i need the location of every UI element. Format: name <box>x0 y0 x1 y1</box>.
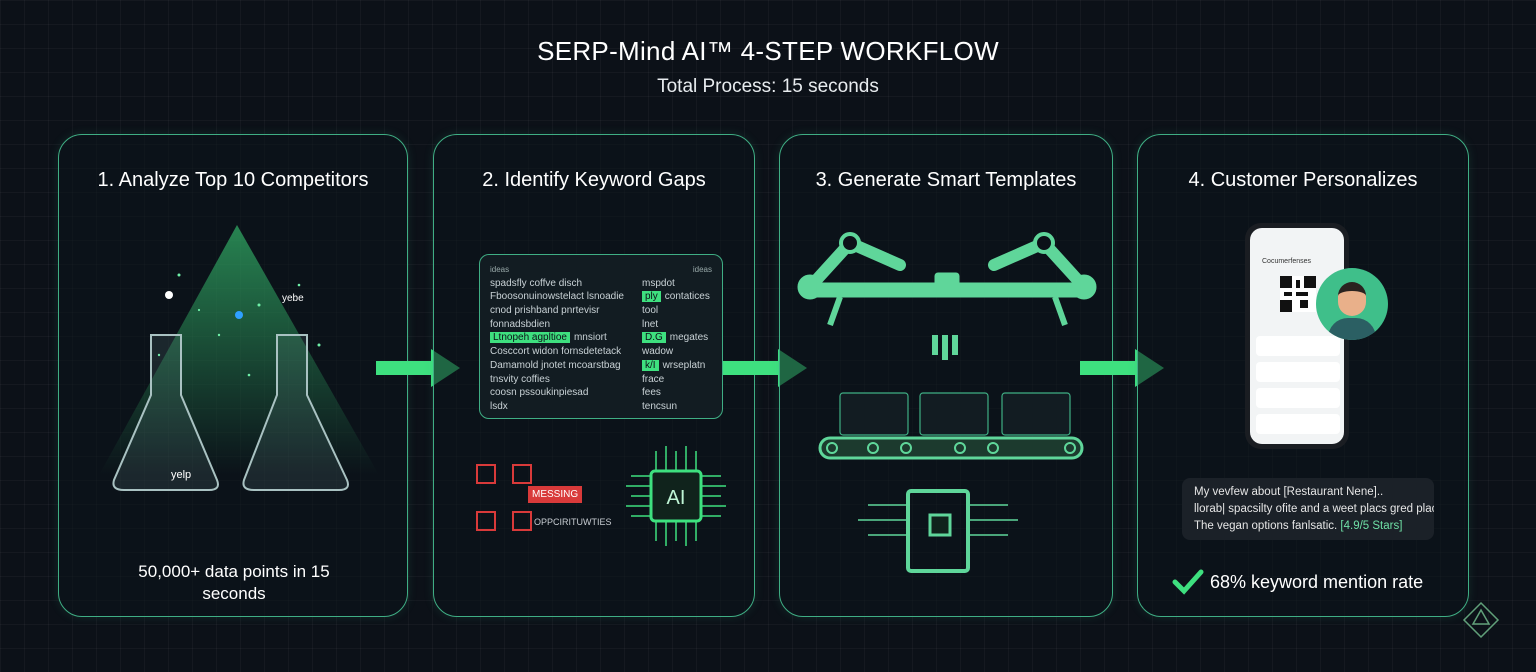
keyword-cell: spadsfly coffve disch <box>490 277 582 291</box>
keyword-text: Ltnopeh agpltioe <box>490 332 570 344</box>
keyword-text: fonnadsbdien <box>490 318 551 330</box>
table-header-right: ideas <box>692 265 712 274</box>
keyword-text: Cosccort widon fornsdetetack <box>490 346 622 358</box>
gap-badge: k/I <box>642 359 659 371</box>
page-subtitle: Total Process: 15 seconds <box>657 76 879 97</box>
page-title: SERP-Mind AI™ 4-STEP WORKFLOW <box>537 36 999 66</box>
status-text: tool <box>642 305 659 317</box>
keyword-cell: Damamold jnotet mcoarstbag <box>490 359 621 373</box>
yelp-label: yelp <box>171 469 192 481</box>
status-cell: fees <box>642 386 712 400</box>
logo-icon <box>1462 601 1500 639</box>
step-1-panel: 1. Analyze Top 10 Competitors yelp yebe … <box>58 134 408 617</box>
keyword-text: tnsvity coffies <box>490 373 550 385</box>
status-text: lnet <box>642 318 659 330</box>
step-3-panel: 3. Generate Smart Templates <box>779 134 1113 617</box>
status-text: mspdot <box>642 277 675 289</box>
missing-badge: MESSING <box>528 486 583 503</box>
keyword-text: coosn pssoukinpiesad <box>490 387 589 399</box>
step-2-title: 2. Identify Keyword Gaps <box>482 169 706 191</box>
status-cell: lnet <box>642 318 712 332</box>
missing-box <box>476 511 496 531</box>
review-line: My vevfew about [Restaurant Nene].. <box>1194 486 1384 498</box>
keyword-cell: lsdx <box>490 400 508 414</box>
keyword-text: Fboosonuinowstelact lsnoadie <box>490 291 624 303</box>
step-4-title: 4. Customer Personalizes <box>1188 169 1418 191</box>
keyword-cell: coosn pssoukinpiesad <box>490 386 588 400</box>
competitor-analysis-illustration <box>99 225 379 491</box>
step-4-panel: 4. Customer Personalizes Cocumerfenses M… <box>1137 134 1469 617</box>
keyword-cell: Fboosonuinowstelact lsnoadie <box>490 290 624 304</box>
status-cell: mspdot <box>642 277 712 291</box>
step-3-title: 3. Generate Smart Templates <box>815 169 1077 191</box>
table-row: fonnadsbdien lnet <box>490 318 712 332</box>
status-text: fees <box>642 387 661 399</box>
table-row: coosn pssoukinpiesad fees <box>490 386 712 400</box>
qr-code-icon <box>1280 276 1316 312</box>
list-item[interactable] <box>1256 336 1340 356</box>
keyword-cell: cnod prishband pnrtevisr <box>490 304 600 318</box>
step-2-panel: 2. Identify Keyword Gaps ideas ideas spad… <box>433 134 755 617</box>
keyword-cell: Cosccort widon fornsdetetack <box>490 345 621 359</box>
status-cell: tencsun <box>642 400 712 414</box>
status-cell: frace <box>642 373 712 387</box>
step-1-title: 1. Analyze Top 10 Competitors <box>97 169 369 191</box>
table-row: spadsfly coffve disch mspdot <box>490 277 712 291</box>
missing-box <box>512 464 532 484</box>
status-text: wadow <box>642 346 674 358</box>
review-text-box: My vevfew about [Restaurant Nene].. llor… <box>1182 478 1434 540</box>
keyword-cell: fonnadsbdien <box>490 318 550 332</box>
status-text: megates <box>669 332 709 344</box>
keyword-text: lsdx <box>490 400 508 412</box>
gap-badge: ply <box>642 291 661 303</box>
phone-screen-title: Cocumerfenses <box>1262 258 1312 265</box>
ai-chip-label: AI <box>667 487 686 509</box>
keyword-text: spadsfly coffve disch <box>490 277 583 289</box>
keyword-mention-stat: 68% keyword mention rate <box>1210 572 1424 592</box>
keyword-text: mnsiort <box>573 332 607 344</box>
missing-box <box>476 464 496 484</box>
status-text: tencsun <box>642 400 678 412</box>
table-row: cnod prishband pnrtevisr tool <box>490 304 712 318</box>
avatar <box>1316 268 1388 340</box>
table-header-left: ideas <box>490 265 510 274</box>
table-row: lsdx tencsun <box>490 400 712 414</box>
missing-box <box>512 511 532 531</box>
checkmark-icon <box>1172 569 1204 595</box>
list-item[interactable] <box>1256 388 1340 408</box>
ai-chip-icon: AI <box>626 446 726 546</box>
status-cell: tool <box>642 304 712 318</box>
list-item[interactable] <box>1256 414 1340 434</box>
status-text: wrseplatn <box>662 359 706 371</box>
table-row: Cosccort widon fornsdetetack wadow <box>490 345 712 359</box>
review-line: llorab| spacsilty ofite and a weet placs… <box>1194 503 1434 515</box>
status-cell: wadow <box>642 345 712 359</box>
review-stars: [4.9/5 Stars] <box>1340 520 1403 532</box>
list-item[interactable] <box>1256 362 1340 382</box>
opportunities-label: OPPCIRITUWTIES <box>534 517 612 527</box>
keyword-text: Damamold jnotet mcoarstbag <box>490 359 621 371</box>
status-text: contatices <box>664 291 710 303</box>
review-line: The vegan options fanlsatic. <box>1194 520 1338 532</box>
yebe-label: yebe <box>282 293 304 304</box>
keyword-text: cnod prishband pnrtevisr <box>490 305 600 317</box>
status-text: frace <box>642 373 665 385</box>
robotic-template-factory-illustration <box>797 232 1097 573</box>
keyword-cell: tnsvity coffies <box>490 373 550 387</box>
table-row: tnsvity coffies frace <box>490 373 712 387</box>
gap-badge: D.G <box>642 332 666 344</box>
step-1-footer: 50,000+ data points in 15 seconds <box>138 562 330 603</box>
